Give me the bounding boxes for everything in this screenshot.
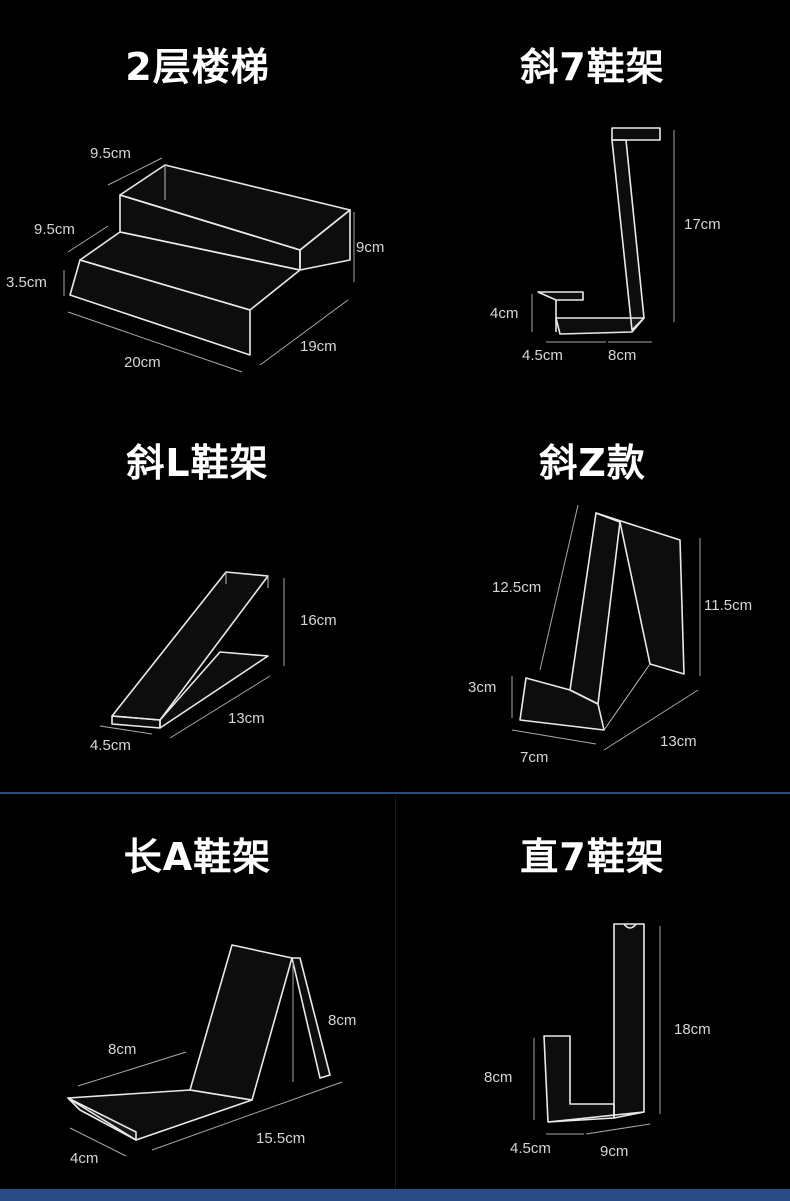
straight7-dim-width: 4.5cm bbox=[510, 1140, 551, 1157]
slant7-dim-lip: 4cm bbox=[490, 305, 519, 322]
bottom-bar bbox=[0, 1189, 790, 1201]
longA-dim-length: 15.5cm bbox=[256, 1130, 306, 1147]
straight7-dim-height: 18cm bbox=[674, 1021, 711, 1038]
slant7-dim-width: 4.5cm bbox=[522, 347, 563, 364]
slantZ-dim-back: 12.5cm bbox=[492, 579, 542, 596]
slantZ-dim-width: 7cm bbox=[520, 749, 549, 766]
slant7-dim-depth: 8cm bbox=[608, 347, 637, 364]
section-divider bbox=[0, 792, 790, 794]
slant7-dim-height: 17cm bbox=[684, 216, 721, 233]
straight7-dim-lip: 8cm bbox=[484, 1069, 513, 1086]
longA-dim-height: 8cm bbox=[328, 1012, 357, 1029]
stairs-dim-length: 19cm bbox=[300, 338, 337, 355]
slantL-dim-width: 4.5cm bbox=[90, 737, 131, 754]
stairs-drawing bbox=[63, 157, 355, 373]
longA-dim-front: 8cm bbox=[108, 1041, 137, 1058]
stairs-dim-step-depth: 9.5cm bbox=[34, 221, 75, 238]
stairs-dim-step-height: 3.5cm bbox=[6, 274, 47, 291]
slantL-dim-depth: 13cm bbox=[228, 710, 265, 727]
slantL-drawing bbox=[99, 571, 285, 739]
straight7-dim-depth: 9cm bbox=[600, 1143, 629, 1160]
slant7-drawing bbox=[531, 127, 675, 343]
slantL-dim-height: 16cm bbox=[300, 612, 337, 629]
title-slantL: 斜L鞋架 bbox=[126, 441, 269, 485]
stairs-dim-top-depth: 9.5cm bbox=[90, 145, 131, 162]
title-straight7: 直7鞋架 bbox=[520, 835, 665, 879]
title-longA: 长A鞋架 bbox=[123, 835, 272, 879]
title-stairs: 2层楼梯 bbox=[125, 45, 270, 89]
stairs-dim-width: 20cm bbox=[124, 354, 161, 371]
title-slant7: 斜7鞋架 bbox=[520, 45, 665, 89]
slantZ-dim-depth: 13cm bbox=[660, 733, 697, 750]
slantZ-dim-height: 11.5cm bbox=[704, 597, 753, 614]
title-slantZ: 斜Z款 bbox=[539, 441, 646, 485]
longA-drawing bbox=[67, 944, 343, 1157]
slantZ-drawing bbox=[511, 504, 701, 751]
longA-dim-width: 4cm bbox=[70, 1150, 99, 1167]
stairs-dim-height: 9cm bbox=[356, 239, 385, 256]
slantZ-dim-lip: 3cm bbox=[468, 679, 497, 696]
straight7-drawing bbox=[533, 923, 661, 1135]
column-divider bbox=[395, 796, 396, 1192]
